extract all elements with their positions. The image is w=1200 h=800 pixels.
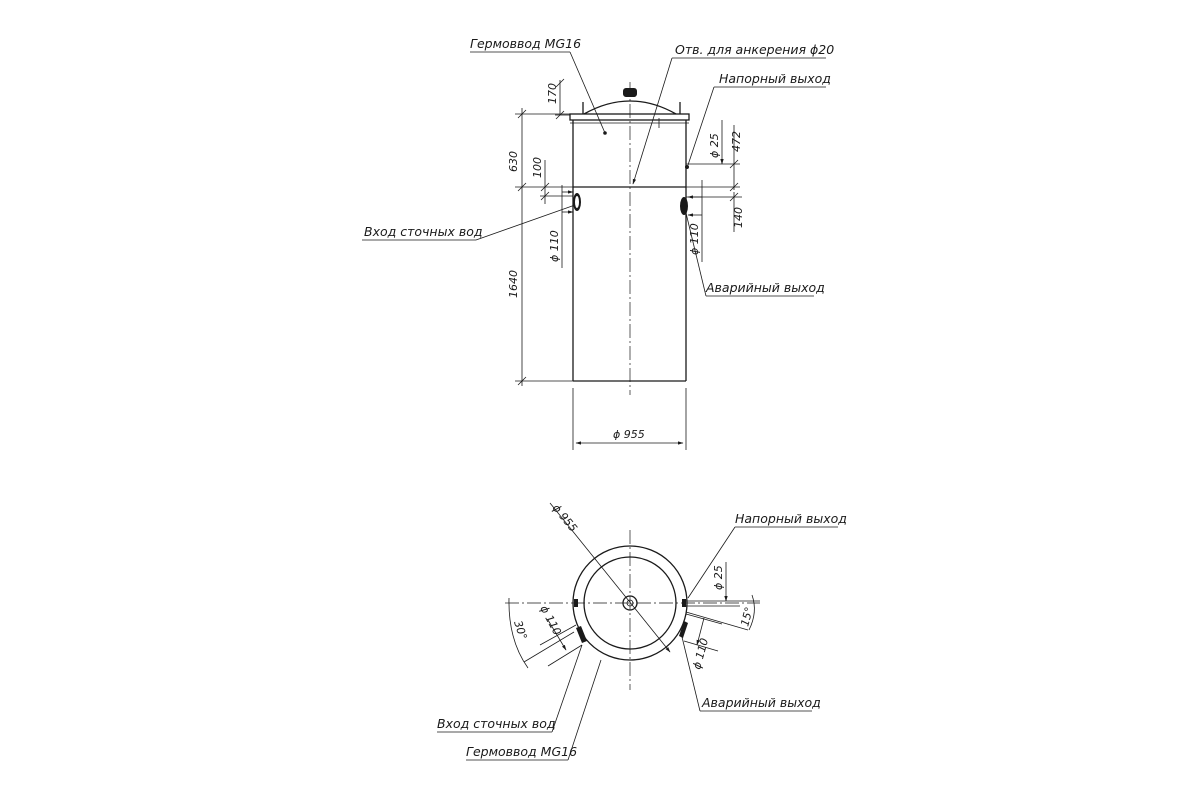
dim-outer-diameter: ϕ 955 <box>613 428 645 441</box>
dim-pressure-height: 472 <box>730 131 743 152</box>
bottom-diameter-dimension: ϕ 955 <box>572 388 687 450</box>
label-emergency-outlet-top-text: Аварийный выход <box>701 695 821 710</box>
top-pressure-diameter-dim: ϕ 25 <box>686 562 760 607</box>
dim-upper-part: 630 <box>507 151 520 172</box>
label-cable-gland: Гермоввод MG16 <box>470 36 581 51</box>
top-emergency-diameter-dim: ϕ 110 <box>683 613 723 671</box>
dim-emergency-diameter: ϕ 110 <box>688 223 701 255</box>
label-pressure-outlet-top: Напорный выход <box>687 511 847 599</box>
label-sewage-inlet-side: Вход сточных вод <box>362 204 576 241</box>
tank-body <box>572 120 687 382</box>
dim-body-height: 1640 <box>507 270 520 298</box>
dim-pressure-diameter: ϕ 25 <box>708 133 721 158</box>
dim-top-emergency-diameter: ϕ 110 <box>690 637 711 671</box>
sewage-inlet-mark <box>576 626 587 643</box>
left-dimensions: 170 630 1640 100 ϕ 110 <box>507 78 574 386</box>
dim-angle-right: 15° <box>738 606 756 628</box>
pressure-outlet-opening <box>685 165 689 169</box>
top-inlet-diameter-dim: ϕ 110 <box>537 603 583 667</box>
emergency-outlet-mark <box>679 621 688 638</box>
left-ring-mark <box>574 599 578 607</box>
dim-top-pressure-diameter: ϕ 25 <box>712 565 725 590</box>
emergency-outlet-opening <box>680 197 688 215</box>
label-emergency-outlet-side: Аварийный выход <box>685 212 825 297</box>
dim-emergency-offset: 140 <box>732 207 745 228</box>
right-dimensions: ϕ 25 472 140 ϕ 110 <box>686 120 745 262</box>
sewage-inlet-opening-inner <box>575 196 579 208</box>
label-sewage-inlet-top-text: Вход сточных вод <box>437 716 556 731</box>
dim-cover-height: 170 <box>546 83 559 104</box>
label-emergency-outlet-top: Аварийный выход <box>681 636 821 712</box>
label-cable-gland-side: Гермоввод MG16 <box>470 36 607 135</box>
top-angle-right-dim: 15° <box>685 594 756 631</box>
top-angle-left-dim: 30° <box>508 597 575 669</box>
side-view: Гермоввод MG16 Отв. для анкерения ϕ20 На… <box>362 36 834 450</box>
top-view: ϕ 955 Напорный выход ϕ 25 15° ϕ 110 <box>437 502 847 761</box>
label-sewage-inlet: Вход сточных вод <box>364 224 483 239</box>
label-pressure-outlet: Напорный выход <box>719 71 831 86</box>
label-cable-gland-top-text: Гермоввод MG16 <box>466 744 577 759</box>
label-pressure-outlet-top-text: Напорный выход <box>735 511 847 526</box>
tank-cover <box>569 88 690 128</box>
pressure-outlet-mark <box>682 599 686 607</box>
label-anchor-hole-text: Отв. для анкерения ϕ20 <box>675 42 834 57</box>
label-cable-gland-top: Гермоввод MG16 <box>466 659 602 761</box>
dim-top-inlet-diameter: ϕ 110 <box>537 603 563 637</box>
dim-inlet-offset: 100 <box>531 157 544 178</box>
label-sewage-inlet-top: Вход сточных вод <box>437 644 583 733</box>
dim-angle-left: 30° <box>511 619 529 642</box>
label-anchor-hole: Отв. для анкерения ϕ20 <box>632 42 834 185</box>
label-pressure-outlet-side: Напорный выход <box>687 71 831 166</box>
label-emergency-outlet: Аварийный выход <box>705 280 825 295</box>
dim-inlet-diameter: ϕ 110 <box>548 230 561 262</box>
dim-top-outer-diameter: ϕ 955 <box>550 502 580 535</box>
